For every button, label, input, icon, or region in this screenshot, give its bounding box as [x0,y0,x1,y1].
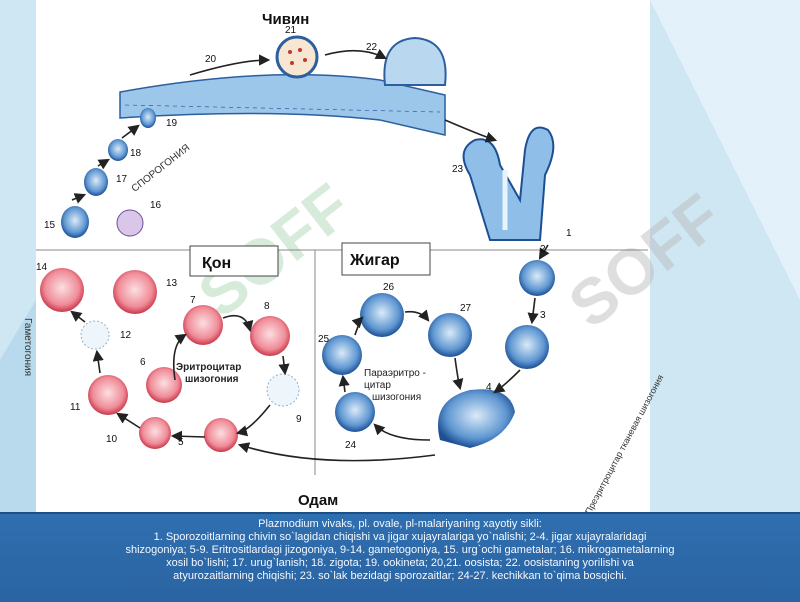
num-16: 16 [150,200,162,211]
cell-9 [266,373,300,407]
cell-11 [88,375,128,415]
cell-16 [116,209,144,237]
cell-19 [140,108,156,128]
num-25: 25 [318,334,330,345]
label-para-2: цитар [364,380,391,391]
stomach-wall [119,73,446,136]
num-6: 6 [140,357,146,368]
num-7: 7 [190,295,196,306]
lifecycle-arrows [70,48,550,462]
lifecycle-diagram: SOFF SOFF [22,11,734,512]
num-19: 19 [166,118,178,129]
sporogony-cells [61,108,156,238]
oocyst-21 [275,35,319,79]
label-pre-erythro: Преэритроцитар тканевая шизогония [583,373,665,512]
cell-12 [80,320,110,350]
watermark-2: SOFF [555,180,734,342]
num-1: 1 [566,228,572,239]
num-22: 22 [366,42,378,53]
label-para-1: Параэритро - [364,368,426,379]
cell-6 [146,367,182,403]
cell-24 [335,392,375,432]
cell-17 [84,168,108,196]
label-para-3: шизогония [372,392,421,403]
num-18: 18 [130,148,142,159]
cell-27 [428,313,472,357]
caption-box [0,512,800,602]
num-8: 8 [264,301,270,312]
cell-3 [505,325,549,369]
label-liver: Жигар [349,252,400,269]
num-21: 21 [285,25,297,36]
num-14: 14 [36,262,48,273]
stage-numbers: 1 2 3 4 5 6 7 8 9 10 11 12 13 14 15 16 1… [36,25,572,451]
num-2: 2 [540,244,546,255]
num-15: 15 [44,220,56,231]
label-human: Одам [298,492,338,509]
label-mosquito: Чивин [262,11,309,28]
liver-stage-cells [322,260,555,448]
caption-line-3: xosil bo`lishi; 17. urug`lanish; 18. zig… [166,557,634,569]
oocyst-22 [383,36,447,86]
num-24: 24 [345,440,357,451]
cell-18 [108,139,128,161]
num-26: 26 [383,282,395,293]
cell-15 [61,206,89,238]
cell-14 [40,268,84,312]
num-3: 3 [540,310,546,321]
cell-2 [519,260,555,296]
cell-25 [322,335,362,375]
cell-5 [204,418,238,452]
num-5: 5 [178,437,184,448]
num-11: 11 [70,402,81,413]
label-blood: Қон [202,255,231,272]
salivary-gland-23 [462,126,555,241]
label-gametogony: Гаметогония [22,318,33,376]
cell-26 [360,293,404,337]
cell-13 [113,270,157,314]
caption-line-4: atyurozaitlarning chiqishi; 23. so`lak b… [173,570,627,582]
caption-title: Plazmodium vivaks, pl. ovale, pl-malariy… [258,518,542,530]
num-4: 4 [486,382,492,393]
num-10: 10 [106,434,118,445]
cell-4 [438,389,515,448]
blood-label-box [189,245,279,277]
num-13: 13 [166,278,178,289]
label-erythro-2: шизогония [185,374,239,385]
num-27: 27 [460,303,472,314]
num-17: 17 [116,174,128,185]
num-12: 12 [120,330,132,341]
cell-8 [250,316,290,356]
num-20: 20 [205,54,217,65]
caption-line-2: shizogoniya; 5-9. Eritrositlardagi jizog… [125,544,675,556]
liver-label-box [341,242,431,276]
num-23: 23 [452,164,464,175]
blood-stage-cells [40,268,300,452]
num-9: 9 [296,414,302,425]
caption-line-1: 1. Sporozoitlarning chivin so`lagidan ch… [153,531,647,543]
cell-10 [139,417,171,449]
cell-7 [183,305,223,345]
label-erythro-1: Эритроцитар [176,362,241,373]
